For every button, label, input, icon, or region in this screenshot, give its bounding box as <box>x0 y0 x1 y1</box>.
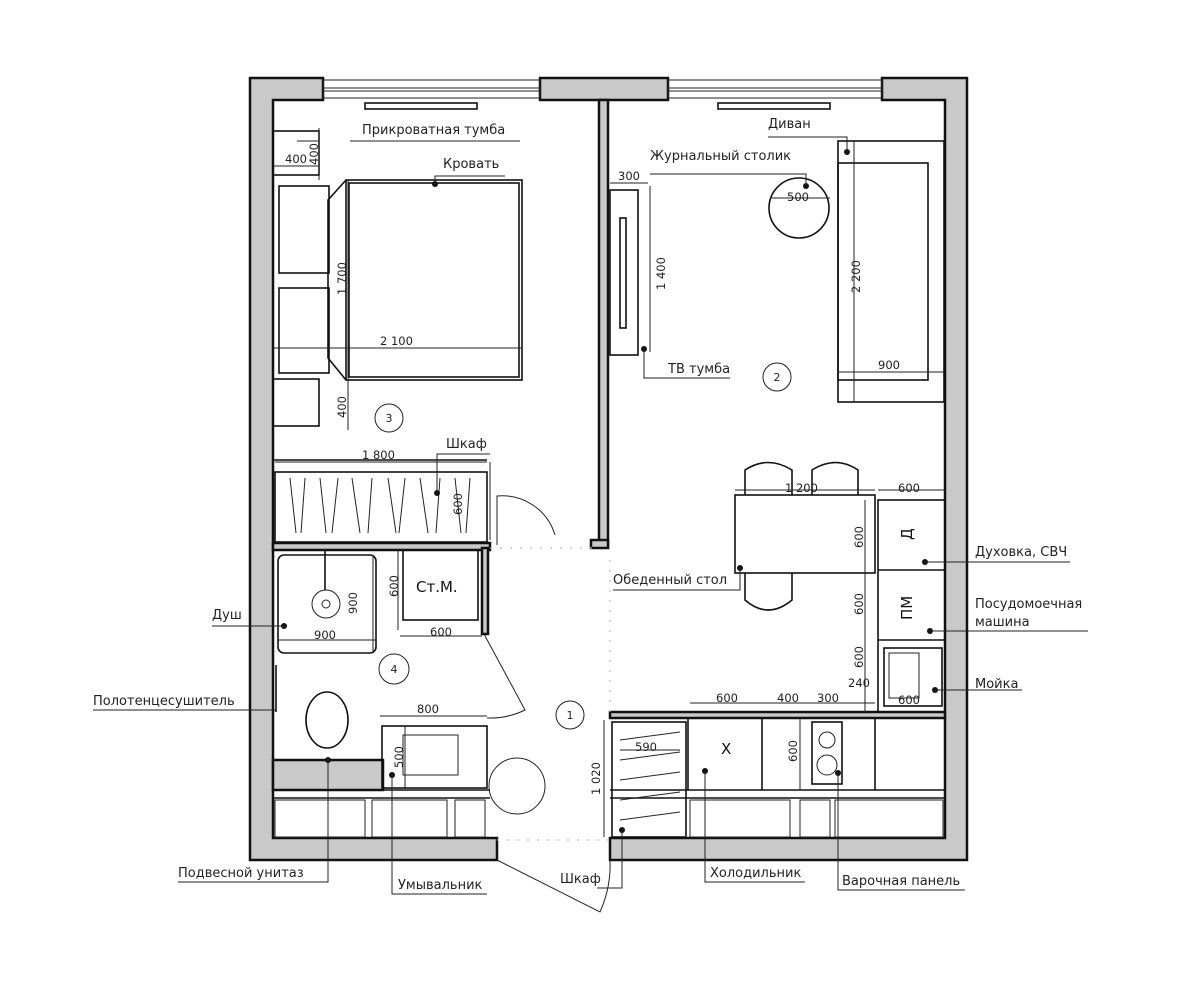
dim: 600 <box>430 625 452 639</box>
tv-stand <box>609 189 647 356</box>
dim: 600 <box>898 693 920 707</box>
dimensions: 400 400 1 700 2 100 400 1 800 600 300 1 … <box>285 143 920 795</box>
label-sofa: Диван <box>768 117 811 132</box>
bedroom-door <box>496 495 556 545</box>
oven-mark: Д <box>898 528 916 540</box>
bedside-table <box>272 130 320 427</box>
dim: 600 <box>898 481 920 495</box>
bottom-cabinets <box>274 799 944 838</box>
dim: 300 <box>618 169 640 183</box>
dim: 1 800 <box>362 448 395 462</box>
dim: 600 <box>786 740 800 762</box>
label-towel-dryer: Полотенцесушитель <box>93 694 235 709</box>
room-number: 3 <box>386 412 393 425</box>
leader-lines <box>93 136 1088 895</box>
dim: 900 <box>314 628 336 642</box>
label-fridge: Холодильник <box>710 866 801 881</box>
room-markers: 1 2 3 4 <box>374 362 792 730</box>
wardrobe-bedroom <box>274 471 488 543</box>
front-door <box>496 859 611 913</box>
label-washbasin: Умывальник <box>398 878 483 893</box>
dimension-lines <box>273 128 945 837</box>
round-mat <box>488 757 546 815</box>
partition-wall <box>597 98 610 549</box>
dim: 1 700 <box>335 262 349 295</box>
washing-machine <box>402 549 479 621</box>
coffee-table <box>768 177 830 239</box>
dim: 400 <box>285 152 307 166</box>
dim: 590 <box>635 740 657 754</box>
sofa <box>837 140 945 403</box>
dim: 600 <box>852 593 866 615</box>
label-toilet: Подвесной унитаз <box>178 866 304 881</box>
dim: 400 <box>307 143 321 165</box>
room-number: 1 <box>567 709 574 722</box>
kitchen-bottom-row <box>687 718 876 790</box>
label-hob: Варочная панель <box>842 874 960 889</box>
room-number: 2 <box>774 371 781 384</box>
kitchen-column <box>877 499 946 713</box>
dim: 2 100 <box>380 334 413 348</box>
label-shower: Душ <box>212 608 242 623</box>
dim: 1 200 <box>785 481 818 495</box>
label-bedside-table: Прикроватная тумба <box>362 123 505 138</box>
label-dining-table: Обеденный стол <box>613 573 727 588</box>
dim: 1 400 <box>654 257 668 290</box>
label-dishwasher: Посудомоечная <box>975 597 1082 612</box>
dim: 300 <box>817 691 839 705</box>
label-wardrobe-hall: Шкаф <box>560 872 601 887</box>
bathroom-door <box>483 633 526 719</box>
dim: 800 <box>417 702 439 716</box>
partition-end <box>589 538 610 550</box>
dim: 240 <box>848 676 870 690</box>
bed <box>278 179 523 381</box>
dim: 900 <box>346 592 360 614</box>
dim: 400 <box>777 691 799 705</box>
dim: 500 <box>787 190 809 204</box>
dim: 400 <box>335 396 349 418</box>
label-sink: Мойка <box>975 677 1018 692</box>
dim: 600 <box>852 526 866 548</box>
dim: 600 <box>852 646 866 668</box>
label-bed: Кровать <box>443 157 499 172</box>
room-number: 4 <box>391 663 398 676</box>
window-bedroom <box>322 79 541 110</box>
dim: 2 200 <box>849 260 863 293</box>
dim: 500 <box>392 746 406 768</box>
label-coffee-table: Журнальный столик <box>650 149 791 164</box>
label-oven: Духовка, СВЧ <box>975 545 1067 560</box>
toilet <box>305 691 349 763</box>
dishwasher-mark: ПМ <box>898 596 916 620</box>
hall-wardrobe <box>611 721 687 838</box>
zone-boundary <box>490 547 611 841</box>
dim: 600 <box>387 575 401 597</box>
dim: 900 <box>878 358 900 372</box>
window-living <box>667 79 883 110</box>
washbasin <box>381 725 488 789</box>
dim: 600 <box>716 691 738 705</box>
label-tv-stand: ТВ тумба <box>667 362 730 377</box>
washer-label: Ст.М. <box>416 578 458 596</box>
dim: 600 <box>451 493 465 515</box>
dim: 1 020 <box>589 762 603 795</box>
labels: Прикроватная тумба Кровать Журнальный ст… <box>93 117 1082 893</box>
label-dishwasher-2: машина <box>975 615 1030 630</box>
label-wardrobe-bedroom: Шкаф <box>446 437 487 452</box>
fridge-mark: Х <box>721 740 731 758</box>
